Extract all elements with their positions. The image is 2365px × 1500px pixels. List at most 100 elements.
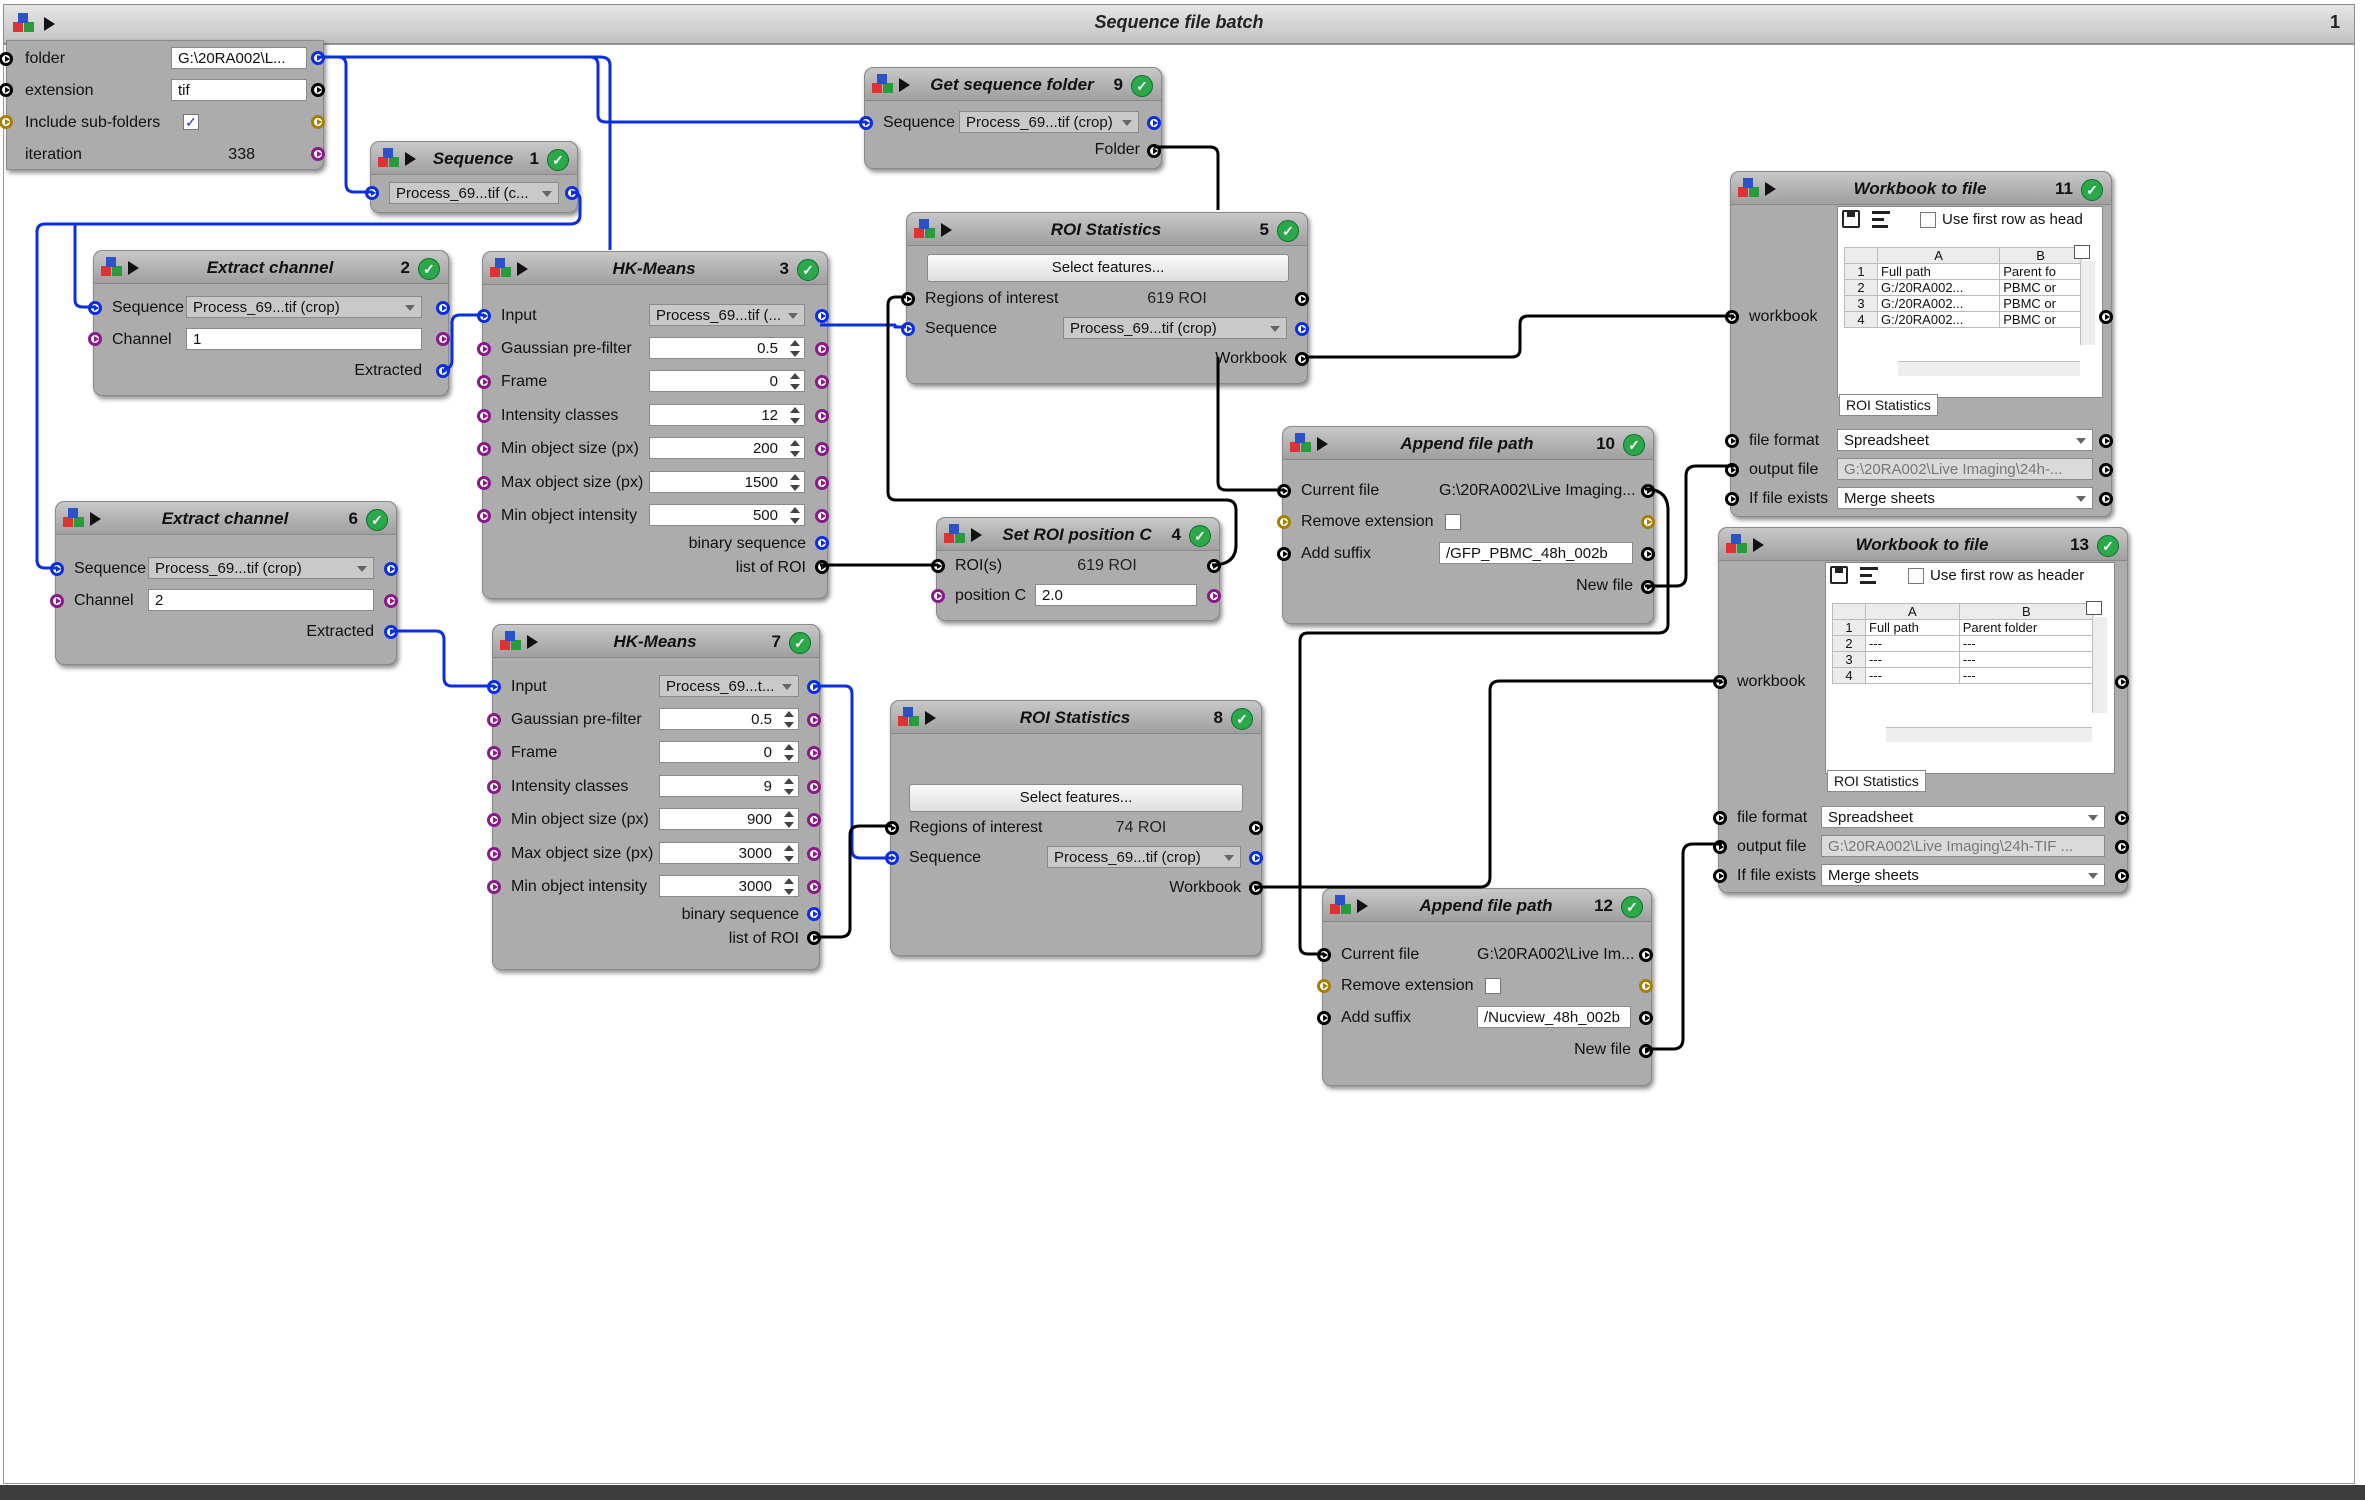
subfolders-input-port[interactable]	[0, 115, 13, 129]
min-intensity-output-port[interactable]	[815, 509, 829, 523]
sequence-input-port[interactable]	[88, 301, 102, 315]
workbook-input-port[interactable]	[1713, 675, 1727, 689]
binary-sequence-output-port[interactable]	[815, 536, 829, 550]
workbook-output-port[interactable]	[1249, 881, 1263, 895]
frame-input-port[interactable]	[487, 746, 501, 760]
spinner-icon[interactable]	[788, 406, 802, 425]
workbook-output-port[interactable]	[2115, 675, 2129, 689]
new-file-output-port[interactable]	[1639, 1044, 1653, 1058]
horizontal-scrollbar[interactable]	[1886, 727, 2092, 742]
suffix-field[interactable]: /Nucview_48h_002b	[1477, 1006, 1631, 1028]
min-size-field[interactable]: 900	[659, 808, 799, 830]
if-exists-combo[interactable]: Merge sheets	[1837, 487, 2093, 509]
min-size-field[interactable]: 200	[649, 437, 805, 459]
output-file-input-port[interactable]	[1713, 840, 1727, 854]
sequence-combo[interactable]: Process_69...tif (crop)	[148, 557, 374, 579]
spinner-icon[interactable]	[788, 506, 802, 525]
frame-input-port[interactable]	[477, 375, 491, 389]
extracted-output-port[interactable]	[436, 364, 450, 378]
roi-output-port[interactable]	[1249, 821, 1263, 835]
classes-output-port[interactable]	[807, 780, 821, 794]
channel-input-port[interactable]	[50, 594, 64, 608]
sequence-input-port[interactable]	[50, 562, 64, 576]
input-output-port[interactable]	[815, 309, 829, 323]
if-exists-input-port[interactable]	[1713, 869, 1727, 883]
folder-input-port[interactable]	[0, 52, 13, 66]
roi-input-port[interactable]	[885, 821, 899, 835]
cubes-icon[interactable]	[871, 73, 897, 95]
classes-field[interactable]: 9	[659, 775, 799, 797]
play-icon[interactable]	[517, 262, 528, 276]
remove-extension-output-port[interactable]	[1639, 979, 1653, 993]
roi-output-port[interactable]	[1295, 292, 1309, 306]
play-icon[interactable]	[1357, 899, 1368, 913]
if-exists-input-port[interactable]	[1725, 492, 1739, 506]
extension-output-port[interactable]	[311, 83, 325, 97]
spinner-icon[interactable]	[782, 844, 796, 863]
include-subfolders-checkbox[interactable]: ✓	[183, 114, 199, 130]
align-left-icon[interactable]	[1860, 567, 1878, 584]
sequence-output-port[interactable]	[1295, 322, 1309, 336]
cubes-icon[interactable]	[1329, 894, 1355, 916]
horizontal-scrollbar[interactable]	[1898, 361, 2080, 376]
output-file-input-port[interactable]	[1725, 463, 1739, 477]
spinner-icon[interactable]	[788, 372, 802, 391]
output-file-output-port[interactable]	[2099, 463, 2113, 477]
cubes-icon[interactable]	[377, 147, 403, 169]
play-icon[interactable]	[971, 528, 982, 542]
output-file-output-port[interactable]	[2115, 840, 2129, 854]
frame-output-port[interactable]	[815, 375, 829, 389]
input-port[interactable]	[487, 680, 501, 694]
suffix-output-port[interactable]	[1641, 547, 1655, 561]
max-size-field[interactable]: 1500	[649, 471, 805, 493]
play-icon[interactable]	[128, 261, 139, 275]
file-format-input-port[interactable]	[1725, 434, 1739, 448]
suffix-input-port[interactable]	[1317, 1011, 1331, 1025]
position-c-field[interactable]: 2.0	[1035, 584, 1197, 606]
play-icon[interactable]	[925, 711, 936, 725]
cubes-icon[interactable]	[943, 523, 969, 545]
min-size-output-port[interactable]	[815, 442, 829, 456]
first-row-header-checkbox[interactable]	[1920, 212, 1936, 228]
if-exists-output-port[interactable]	[2099, 492, 2113, 506]
gauss-output-port[interactable]	[807, 713, 821, 727]
align-left-icon[interactable]	[1872, 211, 1890, 228]
current-file-output-port[interactable]	[1639, 948, 1653, 962]
select-features-button[interactable]: Select features...	[909, 784, 1243, 812]
remove-extension-checkbox[interactable]	[1485, 978, 1501, 994]
play-icon[interactable]	[899, 78, 910, 92]
spinner-icon[interactable]	[782, 743, 796, 762]
input-combo[interactable]: Process_69...t...	[659, 675, 799, 697]
play-icon[interactable]	[405, 152, 416, 166]
min-size-input-port[interactable]	[477, 442, 491, 456]
vertical-scrollbar[interactable]	[2092, 617, 2107, 713]
sequence-combo[interactable]: Process_69...tif (crop)	[1063, 317, 1287, 339]
rois-output-port[interactable]	[1207, 559, 1221, 573]
play-icon[interactable]	[1753, 538, 1764, 552]
workbook-output-port[interactable]	[1295, 352, 1309, 366]
play-icon[interactable]	[90, 512, 101, 526]
sequence-output-port[interactable]	[1249, 851, 1263, 865]
gauss-output-port[interactable]	[815, 342, 829, 356]
channel-output-port[interactable]	[436, 332, 450, 346]
max-size-field[interactable]: 3000	[659, 842, 799, 864]
current-file-output-port[interactable]	[1641, 484, 1655, 498]
save-icon[interactable]	[1830, 566, 1848, 584]
max-size-output-port[interactable]	[815, 476, 829, 490]
classes-output-port[interactable]	[815, 409, 829, 423]
spinner-icon[interactable]	[782, 810, 796, 829]
gauss-field[interactable]: 0.5	[649, 337, 805, 359]
cubes-icon[interactable]	[499, 630, 525, 652]
play-icon[interactable]	[1765, 182, 1776, 196]
suffix-field[interactable]: /GFP_PBMC_48h_002b	[1439, 542, 1633, 564]
cubes-icon[interactable]	[62, 507, 88, 529]
output-file-field[interactable]: G:\20RA002\Live Imaging\24h-TIF ...	[1821, 835, 2105, 857]
channel-field[interactable]: 2	[148, 589, 374, 611]
sequence-output-port[interactable]	[1147, 116, 1161, 130]
max-size-output-port[interactable]	[807, 847, 821, 861]
sheet-tab-roi-statistics[interactable]: ROI Statistics	[1839, 394, 1938, 416]
remove-extension-input-port[interactable]	[1317, 979, 1331, 993]
play-icon[interactable]	[527, 635, 538, 649]
rois-input-port[interactable]	[931, 559, 945, 573]
sequence-output-port[interactable]	[436, 301, 450, 315]
